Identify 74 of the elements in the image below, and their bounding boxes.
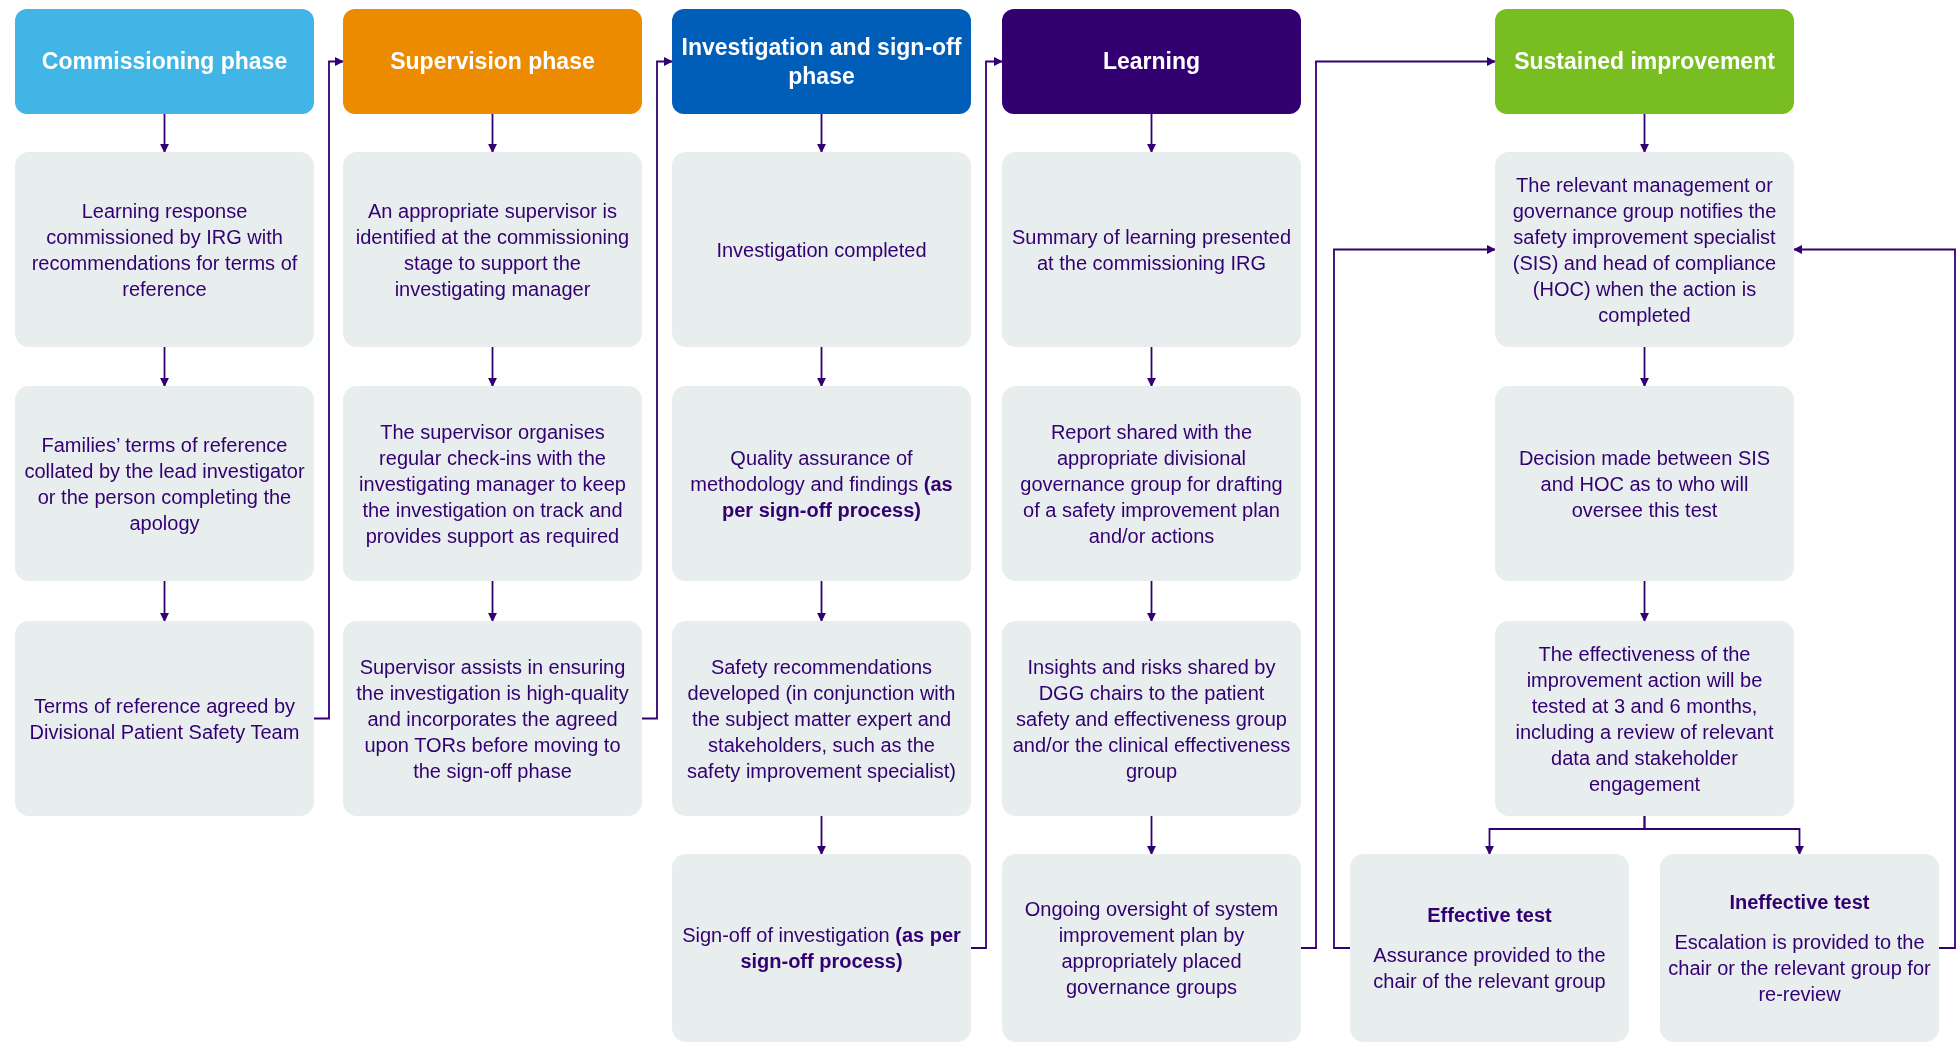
box-text: Insights and risks shared by DGG chairs to the patient safety and effectiveness group and/or the clinical effectiveness group bbox=[1011, 654, 1292, 784]
phase-header bbox=[343, 9, 642, 114]
process-box bbox=[1495, 621, 1794, 816]
arrow bbox=[488, 580, 497, 622]
arrow bbox=[160, 580, 169, 622]
arrow bbox=[1640, 346, 1649, 387]
arrow bbox=[641, 57, 673, 720]
arrow bbox=[817, 346, 826, 387]
process-box bbox=[672, 621, 971, 816]
box-text: Summary of learning presented at the commissioning IRG bbox=[1010, 224, 1292, 276]
arrow bbox=[488, 346, 497, 387]
phase-title: Commissioning phase bbox=[41, 47, 288, 76]
box-text: The effectiveness of the improvement action will be tested at 3 and 6 months, including a review of relevant data and stakeholder engagement bbox=[1514, 641, 1775, 797]
arrow bbox=[1640, 580, 1649, 622]
arrow bbox=[817, 580, 826, 622]
process-box bbox=[343, 386, 642, 581]
arrow bbox=[1640, 113, 1649, 153]
box-text: Safety recommendations developed (in conjunction with the subject matter expert and stakeholders, such as the safety improvement specialist) bbox=[686, 654, 957, 784]
process-box bbox=[15, 621, 314, 816]
box-text: An appropriate supervisor is identified at the commissioning stage to support the investigating manager bbox=[354, 198, 631, 302]
phase-header bbox=[1495, 9, 1794, 114]
arrow bbox=[1300, 57, 1496, 949]
box-heading: Effective test bbox=[1427, 903, 1552, 928]
arrow bbox=[817, 113, 826, 153]
phase-header bbox=[15, 9, 314, 114]
phase-header bbox=[672, 9, 971, 114]
box-text: Supervisor assists in ensuring the investigation is high-quality and incorporates the agreed upon TORs before moving to the sign-off phase bbox=[355, 654, 630, 784]
box-text: Sign-off of investigation (as per sign-off process) bbox=[681, 923, 962, 974]
phase-title: Investigation and sign-off phase bbox=[680, 32, 963, 91]
box-text: Assurance provided to the chair of the relevant group bbox=[1372, 943, 1607, 994]
arrow bbox=[817, 815, 826, 855]
phase-title: Sustained improvement bbox=[1514, 47, 1775, 76]
box-text: The relevant management or governance group notifies the safety improvement specialist (SIS) and head of compliance (HOC) when the action is completed bbox=[1511, 172, 1778, 328]
box-text: Ongoing oversight of system improvement plan by appropriately placed governance groups bbox=[1023, 897, 1280, 1000]
box-text: Learning response commissioned by IRG with recommendations for terms of reference bbox=[30, 198, 299, 302]
box-text: Report shared with the appropriate divisional governance group for drafting of a safety improvement plan and/or actions bbox=[1019, 419, 1284, 549]
arrow bbox=[160, 113, 169, 153]
box-text: Investigation completed bbox=[716, 237, 927, 263]
arrow bbox=[313, 57, 344, 720]
process-box bbox=[672, 854, 971, 1042]
process-box bbox=[672, 152, 971, 347]
phase-title: Supervision phase bbox=[390, 47, 595, 76]
arrow bbox=[1147, 580, 1156, 622]
process-box bbox=[1002, 621, 1301, 816]
arrow bbox=[160, 346, 169, 387]
process-box bbox=[343, 621, 642, 816]
process-box bbox=[672, 386, 971, 581]
arrow bbox=[1333, 245, 1496, 949]
process-box bbox=[343, 152, 642, 347]
process-box bbox=[1660, 854, 1939, 1042]
process-box bbox=[1495, 152, 1794, 347]
arrow bbox=[1147, 815, 1156, 855]
box-text: Escalation is provided to the chair or the relevant group for re-review bbox=[1668, 930, 1931, 1007]
arrow bbox=[1643, 815, 1804, 855]
phase-title: Learning bbox=[1102, 47, 1201, 76]
phase-header bbox=[1002, 9, 1301, 114]
box-text: Families’ terms of reference collated by the lead investigator or the person completing the apology bbox=[23, 432, 306, 536]
process-box bbox=[1002, 854, 1301, 1042]
process-box bbox=[1002, 386, 1301, 581]
box-text: The supervisor organises regular check-ins with the investigating manager to keep the investigation on track and provides support as required bbox=[358, 419, 627, 549]
process-box bbox=[15, 386, 314, 581]
arrow bbox=[1147, 113, 1156, 153]
process-box bbox=[1002, 152, 1301, 347]
arrow bbox=[488, 113, 497, 153]
arrow bbox=[1147, 346, 1156, 387]
process-box bbox=[1495, 386, 1794, 581]
box-text: Decision made between SIS and HOC as to who will oversee this test bbox=[1517, 445, 1772, 523]
process-box bbox=[1350, 854, 1629, 1042]
box-text: Quality assurance of methodology and findings (as per sign-off process) bbox=[689, 445, 954, 523]
arrow bbox=[970, 57, 1003, 949]
box-text: Terms of reference agreed by Divisional Patient Safety Team bbox=[28, 693, 301, 745]
arrow bbox=[1793, 245, 1956, 949]
process-box bbox=[15, 152, 314, 347]
box-heading: Ineffective test bbox=[1729, 890, 1870, 915]
